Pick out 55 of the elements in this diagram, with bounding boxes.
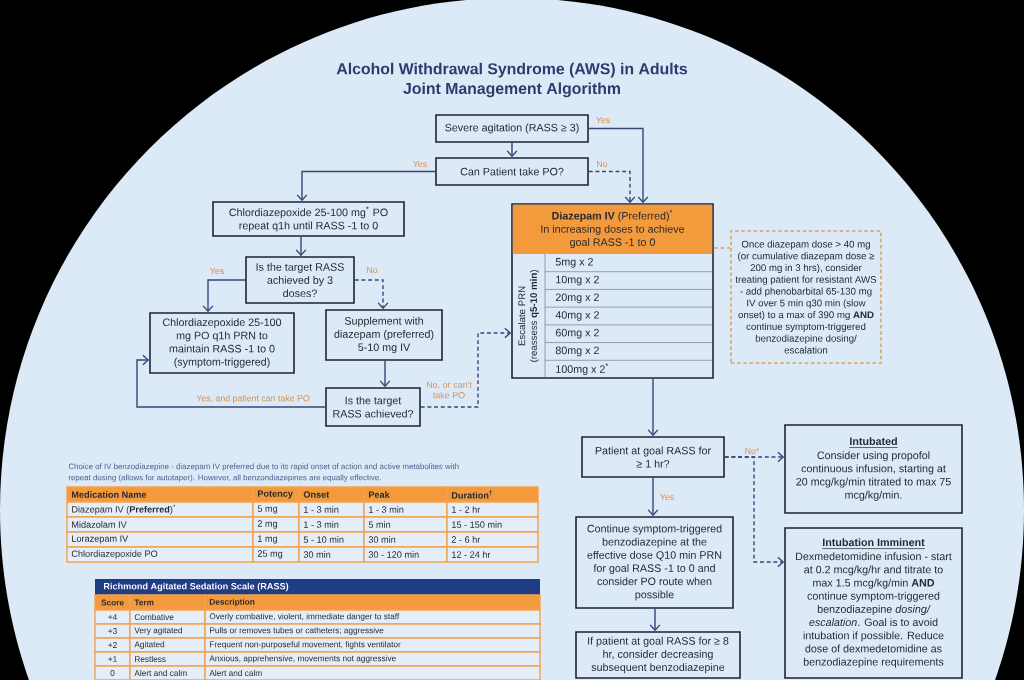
arrow — [647, 378, 659, 437]
title: Alcohol Withdrawal Syndrome (AWS) in Adults Joint Management Algorithm — [336, 62, 688, 98]
process-box: Intubation Imminent Dexmedetomidine infusion - start at 0.2 mcg/kg/hr and titrate to max 1.5 mcg/kg/min AND continue symptom-triggered benzodiazepine dosing/ escalation. Goal is to avoid intubation if possible. Reduce dose of dexmedetomidine as benzodiazepine requirements — [784, 527, 963, 679]
arrow — [588, 170, 636, 204]
table-cell: +4 — [94, 609, 131, 625]
arrow — [420, 327, 512, 408]
table-cell: 25 mg — [252, 546, 300, 563]
process-box: Continue symptom-triggered benzodiazepine at the effective dose Q10 min PRN for goal RASS -1 to 0 and consider PO route when possible — [575, 516, 734, 609]
header-cell: Score — [94, 594, 131, 611]
edge-label: No — [595, 159, 609, 169]
decision-box: Patient at goal RASS for ≥ 1 hr? — [581, 436, 725, 478]
dose-row: 80mg x 2 — [544, 342, 713, 357]
decision-box: Is the target RASS achieved by 3 doses? — [245, 256, 355, 304]
arrow — [647, 477, 659, 517]
header-band: Diazepam IV (Preferred)$^{*}$ In increasing doses to achieve goal RASS -1 to 0 — [512, 204, 713, 254]
table-cell: 0 — [94, 665, 131, 680]
dose-row: 20mg x 2 — [544, 289, 713, 304]
decision-box: Is the target RASS achieved? — [325, 387, 421, 427]
arrow — [354, 279, 389, 310]
table-cell: +1 — [94, 651, 131, 667]
note-box: Once diazepam dose > 40 mg (or cumulative diazepam dose ≥ 200 mg in 3 hrs), consider treating patient for resistant AWS - add phenobarbital 65-130 mg IV over 5 min q30 min (slow onset) to a max of 390 mg AND continue symptom-triggered benzodiazepine dosing/ escalation — [730, 230, 882, 364]
table-cell: 30 min — [298, 546, 365, 563]
edge-label: No — [365, 265, 379, 275]
edge-label: No* — [743, 446, 761, 456]
edge-label: Yes — [658, 492, 676, 502]
edge-label: Yes — [411, 159, 429, 169]
decision-box: Can Patient take PO? — [435, 157, 589, 186]
arrow — [649, 608, 661, 632]
table-cell: +3 — [94, 623, 131, 639]
dose-row: 5mg x 2 — [555, 258, 593, 268]
arrow — [202, 279, 246, 313]
dose-row: 40mg x 2 — [544, 306, 713, 321]
table-cell: 30 - 120 min — [363, 546, 448, 563]
connector-line — [713, 247, 731, 249]
arrow — [295, 236, 307, 257]
arrow — [379, 360, 391, 388]
process-box: Intubated Consider using propofol continuous infusion, starting at 20 mcg/kg/min titrated to max 75 mcg/kg/min. — [784, 424, 963, 514]
process-box: Chlordiazepoxide 25-100 mg PO q1h PRN to maintain RASS -1 to 0 (symptom-triggered) — [149, 312, 295, 374]
dose-row: 60mg x 2 — [544, 324, 713, 339]
process-box: Chlordiazepoxide 25-100 mg$^{*}$ PO repeat q1h until RASS -1 to 0 — [212, 201, 405, 237]
dose-row: 100mg x 2$^{*}$ — [544, 359, 713, 376]
arrow — [506, 142, 518, 158]
edge-label: Yes, and patient can take PO — [195, 393, 311, 405]
dose-row: 10mg x 2 — [544, 271, 713, 286]
table-cell: +2 — [94, 637, 131, 653]
arrow — [724, 456, 785, 568]
edge-label: Yes — [208, 266, 226, 276]
arrow — [588, 127, 649, 204]
edge-label: Yes — [594, 115, 612, 125]
arrow — [296, 170, 436, 202]
process-box: Supplement with diazepam (preferred) 5-10 mg IV — [325, 309, 443, 361]
table-cell: 12 - 24 hr — [446, 546, 539, 563]
process-box: If patient at goal RASS for ≥ 8 hr, consider decreasing subsequent benzodiazepine — [575, 631, 741, 679]
decision-box: Severe agitation (RASS ≥ 3) — [435, 114, 589, 143]
arrow — [136, 354, 326, 408]
